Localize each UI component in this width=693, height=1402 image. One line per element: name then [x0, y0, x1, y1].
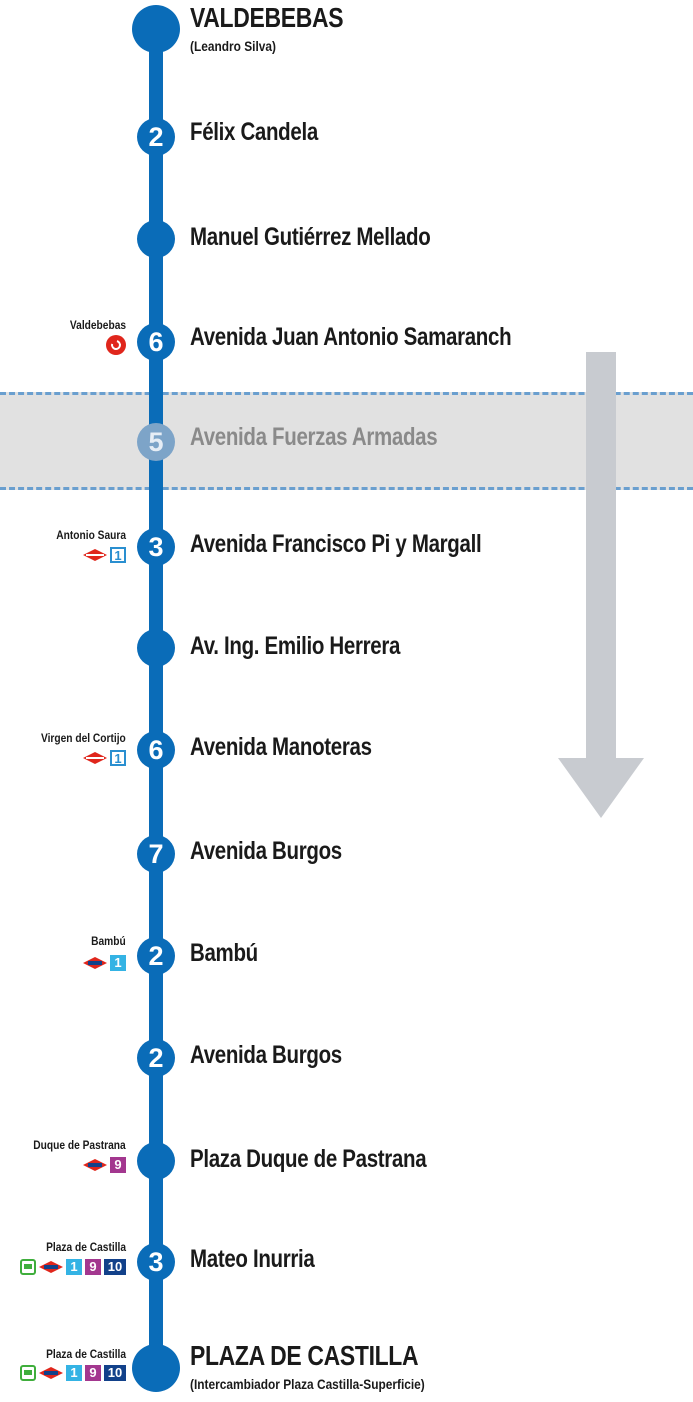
line-badge: 1 [66, 1259, 82, 1275]
connection-icons: 1 [83, 749, 126, 767]
stop-name: Av. Ing. Emilio Herrera [190, 632, 401, 660]
bus-icon [20, 1259, 36, 1275]
stop-subtitle: (Leandro Silva) [190, 38, 276, 54]
stop-name: Avenida Burgos [190, 1041, 342, 1069]
connection-icons: 1 9 10 [20, 1258, 126, 1276]
connection-name: Plaza de Castilla [46, 1347, 126, 1361]
direction-arrow-shaft [586, 352, 616, 772]
connection-icons: 1 9 10 [20, 1364, 126, 1382]
stop-number-badge: 2 [137, 1039, 175, 1077]
terminal-stop-marker [132, 5, 180, 53]
stop-marker [137, 1142, 175, 1180]
stop-number-badge: 5 [137, 423, 175, 461]
line-badge: 1 [110, 547, 126, 563]
metro-icon [39, 1261, 63, 1273]
line-badge: 9 [85, 1259, 101, 1275]
connection-name: Virgen del Cortijo [41, 731, 126, 745]
stop-name: Manuel Gutiérrez Mellado [190, 223, 431, 251]
stop-name: PLAZA DE CASTILLA [190, 1340, 419, 1371]
stop-number-badge: 6 [137, 323, 175, 361]
connection-name: Antonio Saura [56, 528, 126, 542]
stop-name: Avenida Manoteras [190, 733, 372, 761]
stop-name: Plaza Duque de Pastrana [190, 1145, 427, 1173]
stop-marker [137, 220, 175, 258]
line-badge: 10 [104, 1259, 126, 1275]
line-badge: 9 [85, 1365, 101, 1381]
stop-name: Avenida Burgos [190, 837, 342, 865]
metro-icon [83, 1159, 107, 1171]
stop-subtitle: (Intercambiador Plaza Castilla-Superfici… [190, 1376, 425, 1392]
line-badge: 1 [110, 750, 126, 766]
stop-number-badge: 3 [137, 1243, 175, 1281]
connection-icons [106, 335, 126, 355]
connection-name: Plaza de Castilla [46, 1240, 126, 1254]
stop-name: Félix Candela [190, 118, 318, 146]
affected-stop-band [0, 392, 693, 490]
stop-marker [137, 629, 175, 667]
connection-name: Bambú [91, 934, 126, 948]
line-badge: 9 [110, 1157, 126, 1173]
connection-name: Duque de Pastrana [33, 1138, 126, 1152]
metro-ligero-icon [83, 752, 107, 764]
connection-icons: 9 [83, 1156, 126, 1174]
stop-name: Bambú [190, 939, 258, 967]
direction-arrow-head [558, 758, 644, 818]
stop-number-badge: 7 [137, 835, 175, 873]
stop-number-badge: 3 [137, 528, 175, 566]
stop-name: Avenida Juan Antonio Samaranch [190, 323, 512, 351]
stop-name: Mateo Inurria [190, 1245, 315, 1273]
line-badge: 10 [104, 1365, 126, 1381]
stop-number-badge: 2 [137, 118, 175, 156]
connection-icons: 1 [83, 954, 126, 972]
connection-name: Valdebebas [69, 318, 126, 332]
metro-ligero-icon [83, 549, 107, 561]
line-badge: 1 [66, 1365, 82, 1381]
metro-icon [39, 1367, 63, 1379]
terminal-stop-marker [132, 1344, 180, 1392]
stop-name: Avenida Fuerzas Armadas [190, 423, 438, 451]
stop-number-badge: 2 [137, 937, 175, 975]
stop-name: VALDEBEBAS [190, 2, 344, 33]
stop-name: Avenida Francisco Pi y Margall [190, 530, 482, 558]
stop-number-badge: 6 [137, 731, 175, 769]
metro-icon [83, 957, 107, 969]
connection-icons: 1 [83, 546, 126, 564]
bus-icon [20, 1365, 36, 1381]
cercanias-icon [106, 335, 126, 355]
line-badge: 1 [110, 955, 126, 971]
